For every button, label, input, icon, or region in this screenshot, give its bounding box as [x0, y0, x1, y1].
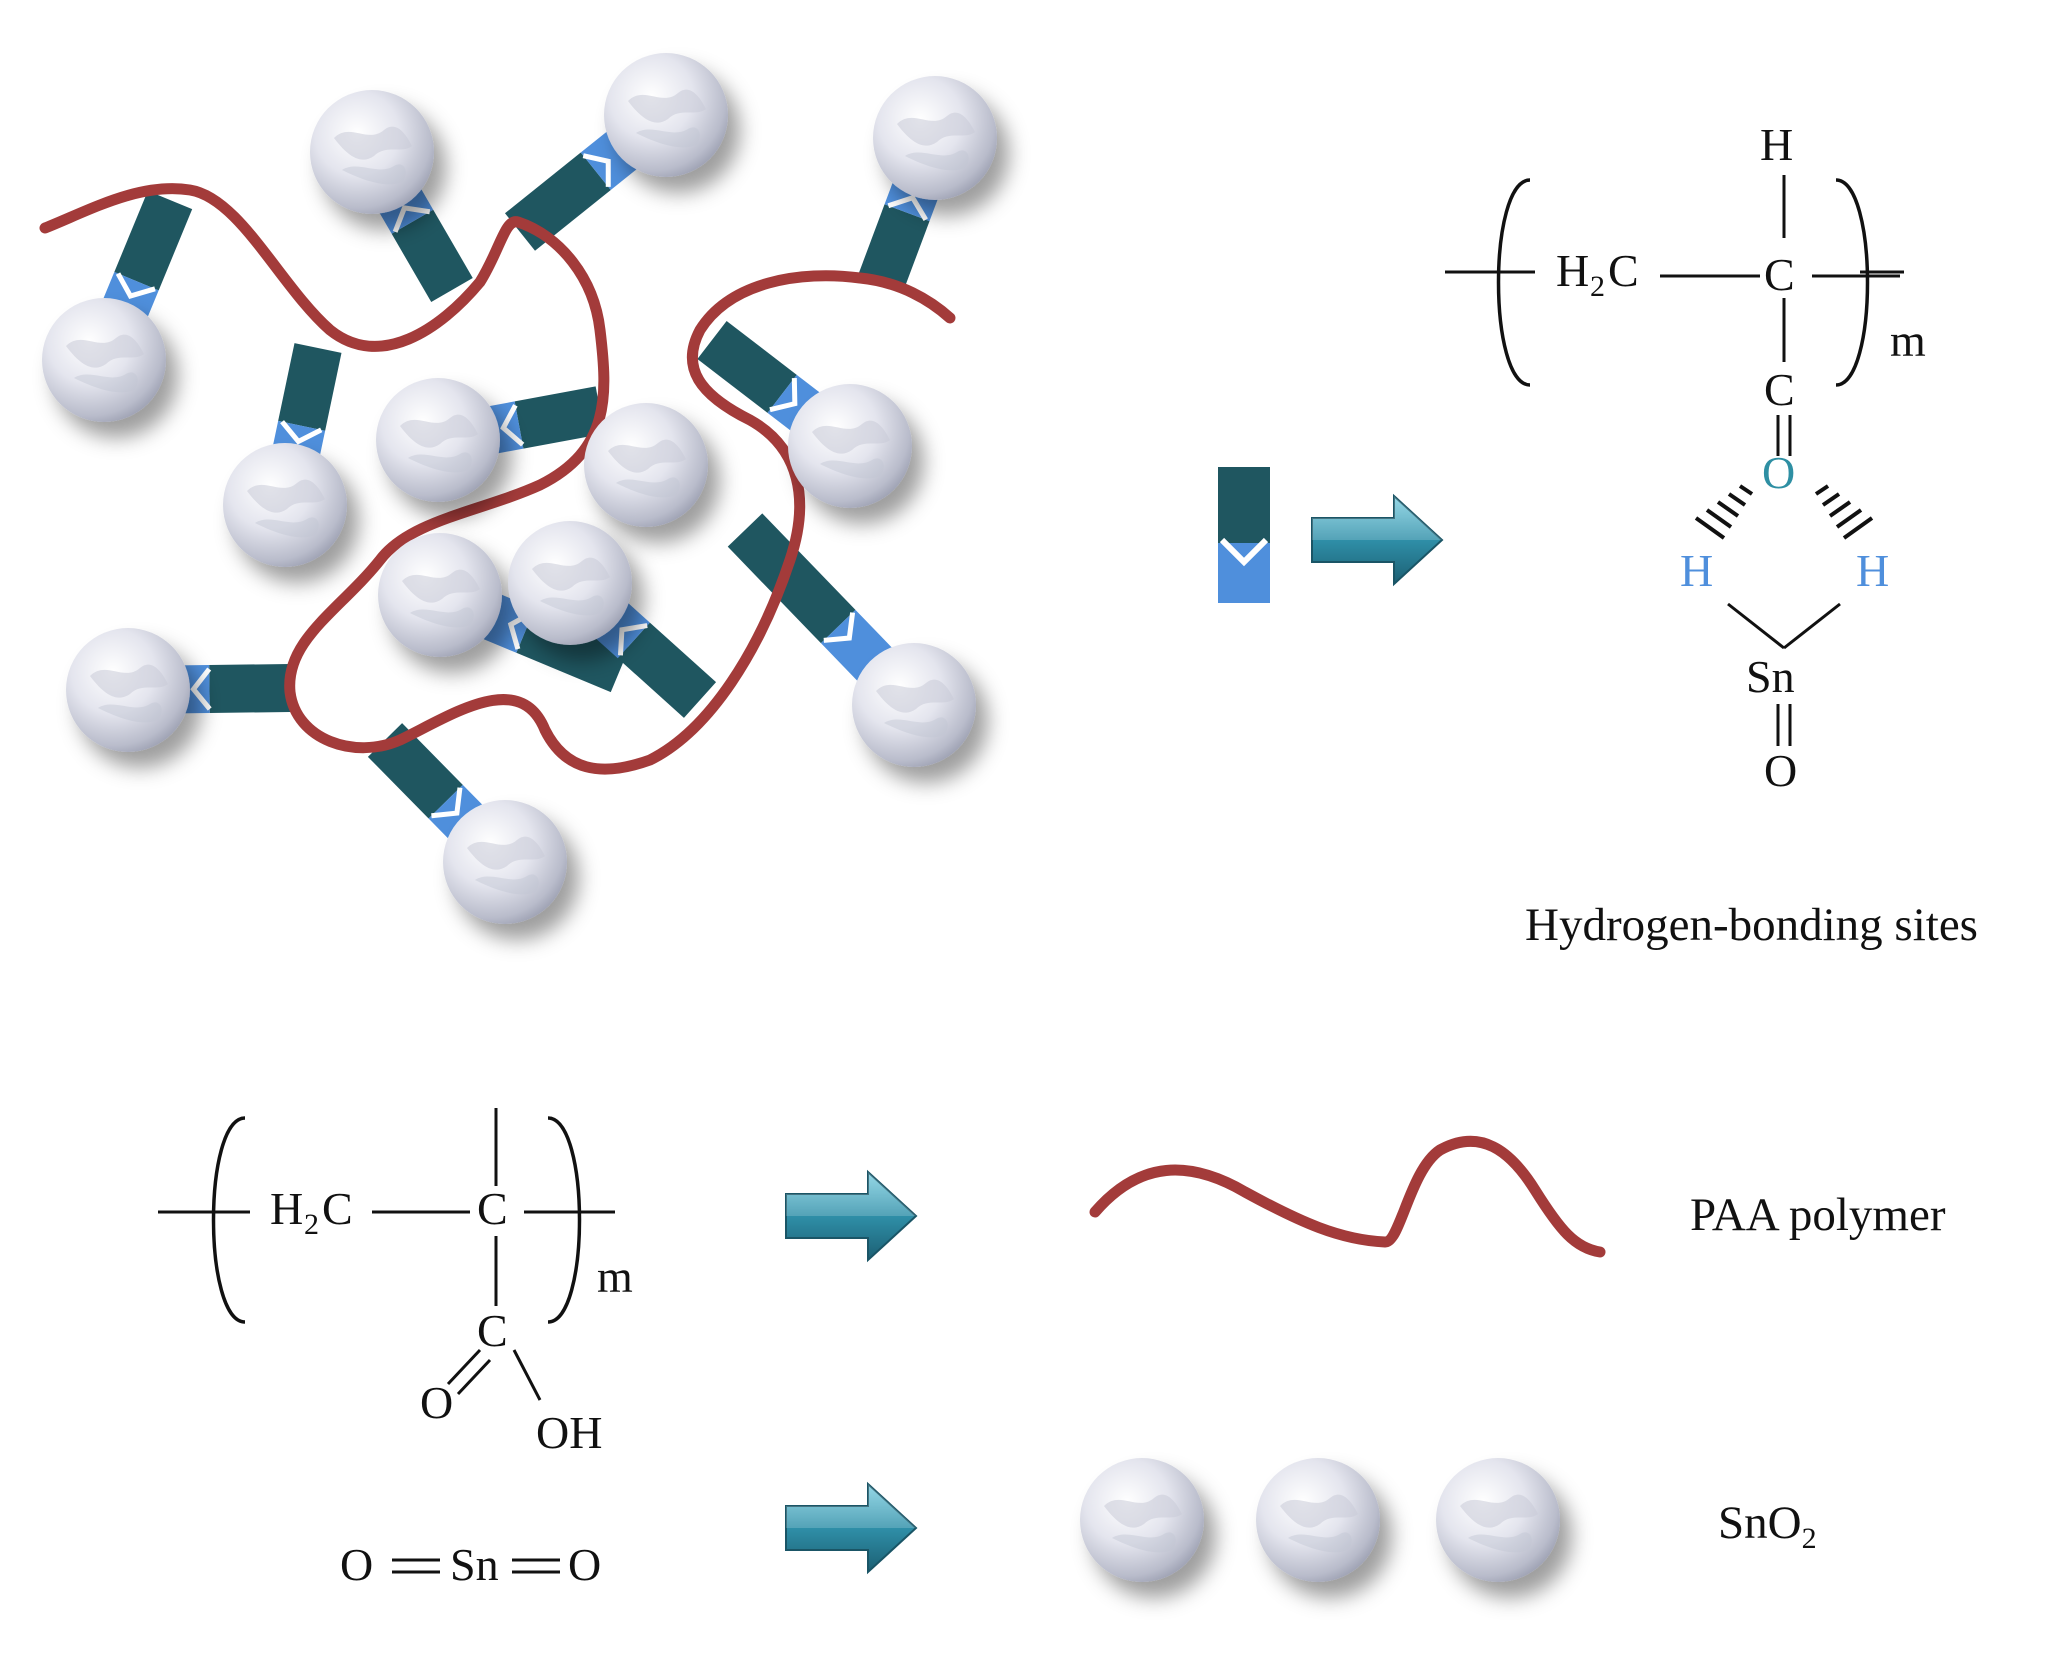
- block-arrow-icon: [785, 1171, 917, 1261]
- nanoparticle-icon: [310, 90, 434, 214]
- atom-h-left: H: [1680, 545, 1713, 596]
- nanoparticle-icon: [1080, 1458, 1204, 1582]
- atom-ch2-c: C: [1608, 245, 1639, 296]
- hydrogen-bonding-caption: Hydrogen-bonding sites: [1525, 899, 1978, 951]
- atom-ch2-sub: 2: [1590, 270, 1605, 303]
- nanoparticle-icon: [852, 643, 976, 767]
- atom-h-top: H: [1760, 119, 1793, 170]
- nanoparticle-icon: [873, 76, 997, 200]
- nanoparticle-icon: [584, 403, 708, 527]
- linker-legend-icon: [1218, 467, 1270, 603]
- block-arrow-icon: [785, 1483, 917, 1573]
- atom-c-center: C: [1764, 249, 1795, 300]
- nanoparticle-icon: [378, 533, 502, 657]
- nanoparticle-icon: [788, 384, 912, 508]
- repeat-m: m: [1890, 315, 1926, 366]
- nanoparticle-icon: [1436, 1458, 1560, 1582]
- polymer-chain-icon: [1089, 1135, 1606, 1258]
- paa-atom-c-carboxyl: C: [477, 1305, 508, 1356]
- atom-c-carbonyl: C: [1764, 364, 1795, 415]
- paa-polymer-caption: PAA polymer: [1690, 1189, 1946, 1241]
- linker-icon: [697, 320, 833, 441]
- sno2-caption: SnO2: [1718, 1497, 1817, 1555]
- nanoparticle-icon: [1256, 1458, 1380, 1582]
- paa-structure: H 2 C C m C O OH: [158, 1108, 633, 1458]
- paa-atom-ch2-h: H: [270, 1183, 303, 1234]
- atom-o-carbonyl: O: [1762, 447, 1795, 498]
- paa-repeat-m: m: [597, 1251, 633, 1302]
- block-arrow-icon: [1311, 495, 1443, 585]
- atom-o-bottom: O: [1764, 745, 1797, 796]
- paa-atom-ch2-c: C: [322, 1183, 353, 1234]
- sno2-structure: O Sn O: [340, 1539, 601, 1590]
- sno2-atom-sn: Sn: [450, 1539, 499, 1590]
- paa-atom-oh: OH: [536, 1407, 602, 1458]
- sno2-caption-main: SnO: [1718, 1497, 1802, 1549]
- nanoparticle-icon: [508, 521, 632, 645]
- polymer-chain-network: [39, 183, 956, 775]
- atom-h-right: H: [1856, 545, 1889, 596]
- linker-icon: [583, 591, 717, 718]
- sno2-caption-sub: 2: [1802, 1522, 1817, 1555]
- paa-atom-c-center: C: [477, 1183, 508, 1234]
- nanoparticle-icon: [376, 378, 500, 502]
- nanoparticle-icon: [42, 298, 166, 422]
- nanoparticle-icon: [604, 53, 728, 177]
- hydrogen-bond-structure: H H 2 C C m C O H H: [1445, 119, 1926, 796]
- atom-sn: Sn: [1746, 651, 1795, 702]
- nanoparticle-icon: [443, 800, 567, 924]
- paa-atom-ch2-sub: 2: [304, 1208, 319, 1241]
- sno2-atom-o-right: O: [568, 1539, 601, 1590]
- nanoparticle-icon: [223, 443, 347, 567]
- nanoparticle-icon: [66, 628, 190, 752]
- paa-atom-o-double: O: [420, 1377, 453, 1428]
- atom-ch2-h: H: [1556, 245, 1589, 296]
- sno2-atom-o-left: O: [340, 1539, 373, 1590]
